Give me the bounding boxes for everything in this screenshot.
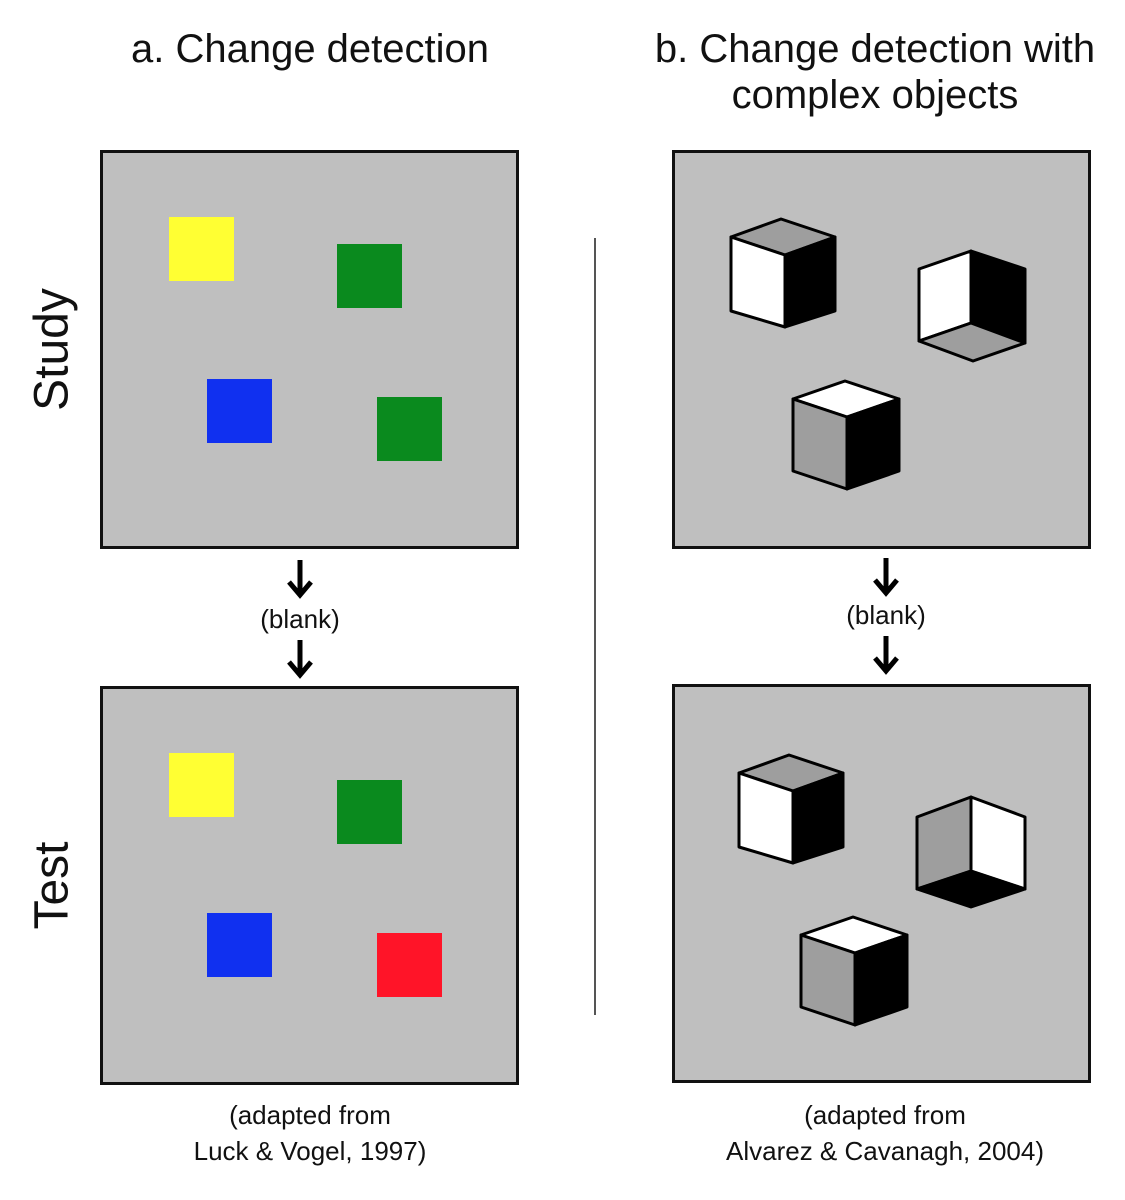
arrow-down-icon	[287, 560, 313, 599]
caption-a: (adapted from Luck & Vogel, 1997)	[110, 1097, 510, 1169]
test-cube-3	[799, 915, 909, 1027]
arrow-down-icon	[873, 558, 899, 597]
blank-label-a: (blank)	[260, 604, 340, 634]
blank-label-b: (blank)	[846, 600, 926, 630]
test-square-1	[169, 753, 234, 817]
study-cube-2	[917, 249, 1027, 363]
caption-b-line-2: Alvarez & Cavanagh, 2004)	[726, 1136, 1044, 1166]
test-square-3	[207, 913, 272, 977]
row-label-test: Test	[25, 841, 79, 930]
study-square-3	[207, 379, 272, 443]
test-square-4	[377, 933, 442, 997]
caption-a-line-1: (adapted from	[229, 1100, 391, 1130]
panel-b-test	[672, 684, 1091, 1083]
arrow-down-icon	[287, 640, 313, 679]
heading-a-line-1: a. Change detection	[130, 27, 490, 71]
panel-a-test	[100, 686, 519, 1085]
heading-change-detection: a. Change detection	[80, 26, 540, 72]
study-cube-1	[729, 217, 837, 329]
heading-b-line-1: b. Change detection with	[654, 27, 1096, 71]
test-cube-2	[915, 795, 1027, 909]
caption-b: (adapted from Alvarez & Cavanagh, 2004)	[650, 1097, 1120, 1169]
study-square-2	[337, 244, 402, 308]
row-label-study: Study	[25, 288, 79, 411]
study-square-4	[377, 397, 442, 461]
test-cube-1	[737, 753, 845, 865]
heading-change-detection-complex: b. Change detection with complex objects	[630, 26, 1120, 118]
study-cube-3	[791, 379, 901, 491]
caption-a-line-2: Luck & Vogel, 1997)	[193, 1136, 427, 1166]
caption-b-line-1: (adapted from	[804, 1100, 966, 1130]
arrow-down-icon	[873, 636, 899, 675]
study-square-1	[169, 217, 234, 281]
test-square-2	[337, 780, 402, 844]
panel-a-study	[100, 150, 519, 549]
panel-divider	[594, 238, 596, 1015]
heading-b-line-2: complex objects	[731, 73, 1019, 117]
panel-b-study	[672, 150, 1091, 549]
